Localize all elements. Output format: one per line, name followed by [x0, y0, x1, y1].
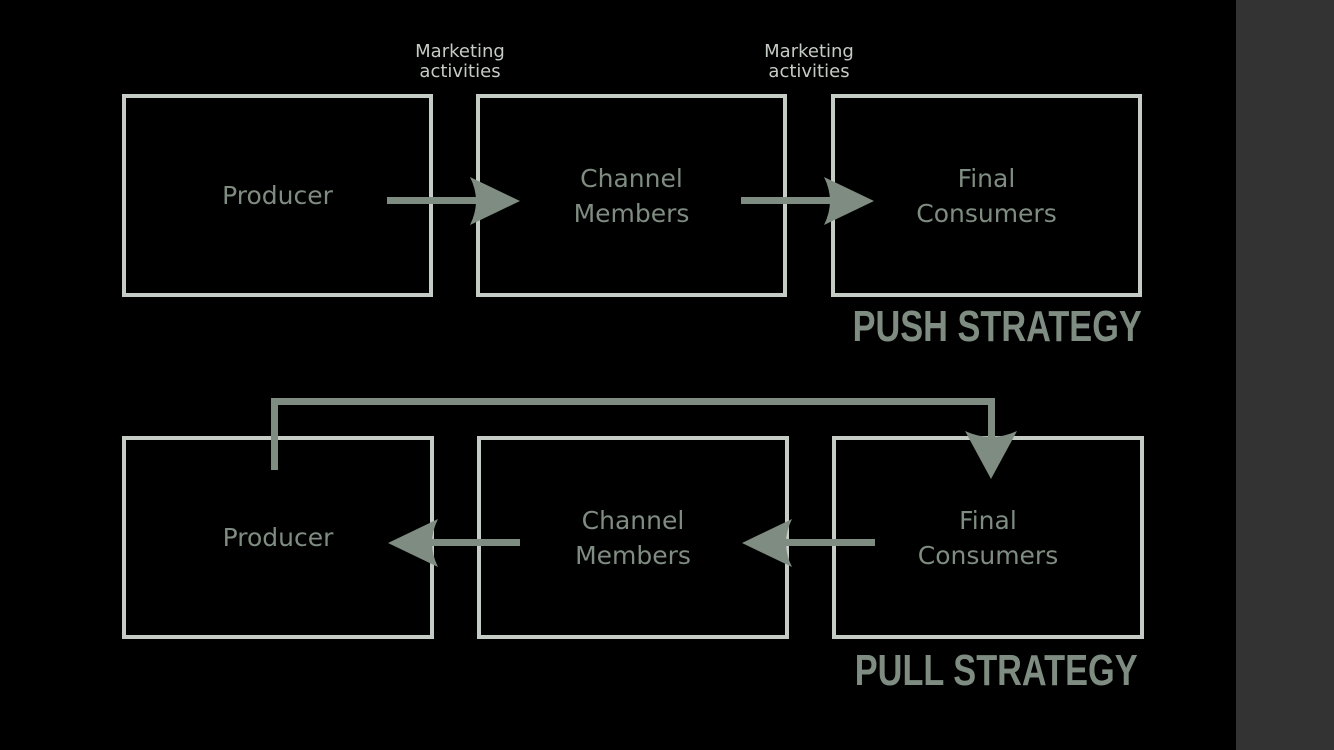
push-arrow-producer-to-channel — [387, 177, 520, 225]
side-panel — [1236, 0, 1334, 750]
push-arrow-channel-to-consumers — [741, 177, 874, 225]
pull-arrow-consumers-to-channel — [742, 519, 875, 567]
pull-loop-arrow-producer-to-consumers — [271, 398, 1017, 479]
pull-arrow-channel-to-producer — [388, 519, 520, 567]
pull-box-producer-label: Producer — [222, 523, 334, 552]
push-box-producer: Producer — [122, 94, 433, 297]
pull-strategy-title: PULL STRATEGY — [855, 646, 1138, 695]
push-box-producer-label: Producer — [222, 181, 333, 210]
push-strategy-title: PUSH STRATEGY — [852, 302, 1142, 351]
